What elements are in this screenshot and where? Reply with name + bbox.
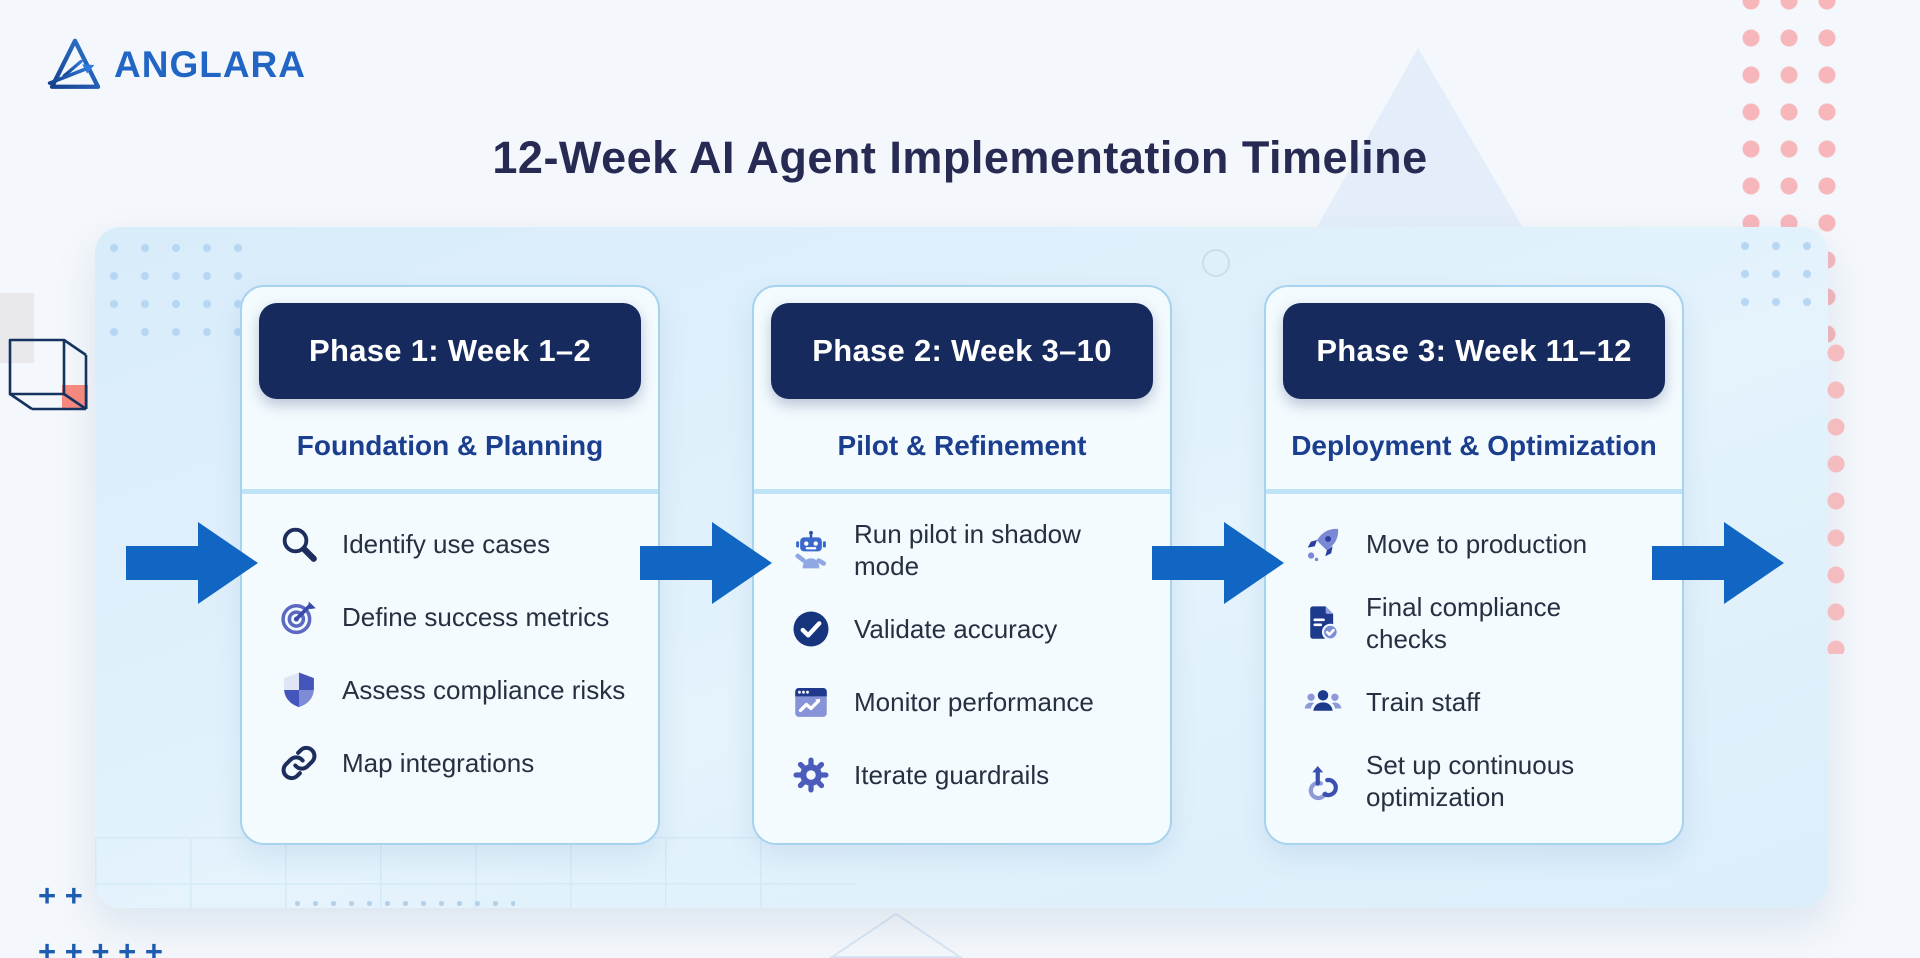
faint-triangle-outline-decoration [830, 912, 962, 958]
phase-3-header-pill: Phase 3: Week 11–12 [1283, 303, 1665, 399]
item-label: Assess compliance risks [342, 675, 626, 705]
plus-decoration-row: + + [38, 878, 83, 913]
flow-arrow-icon [640, 522, 772, 604]
list-item: Validate accuracy [790, 603, 1162, 655]
list-item: Final compliance checks [1302, 591, 1674, 655]
item-label: Run pilot in shadow mode [854, 519, 1081, 581]
item-label: Train staff [1366, 687, 1481, 717]
list-item: Set up continuous optimization [1302, 749, 1674, 813]
divider [754, 489, 1170, 494]
phase-card-1: Phase 1: Week 1–2 Foundation & Planning … [240, 285, 660, 845]
item-label: Map integrations [342, 748, 535, 778]
pink-dot-column [1827, 344, 1863, 654]
circle-outline-decoration [1202, 249, 1230, 277]
divider [1266, 489, 1682, 494]
item-label: Set up continuous optimization [1366, 750, 1575, 812]
plus-decoration-row: + + + + + [38, 934, 163, 958]
item-label: Iterate guardrails [854, 760, 1050, 790]
divider [242, 489, 658, 494]
item-label: Final compliance checks [1366, 592, 1562, 654]
list-item: Move to production [1302, 518, 1674, 570]
blue-dot-grid [109, 243, 249, 338]
target-icon [281, 601, 316, 635]
shield-icon [284, 672, 314, 708]
gray-square-decoration [0, 293, 34, 363]
blue-dot-grid [1740, 241, 1832, 319]
item-label: Monitor performance [854, 687, 1094, 717]
flow-arrow-icon [1652, 522, 1784, 604]
list-item: Run pilot in shadow mode [790, 518, 1162, 582]
faint-triangle-decoration [1304, 48, 1536, 250]
phase-card-2: Phase 2: Week 3–10 Pilot & Refinement [752, 285, 1172, 845]
doc-check-icon [1310, 606, 1339, 641]
phase-1-header-pill: Phase 1: Week 1–2 [259, 303, 641, 399]
check-circle-icon [793, 611, 829, 647]
list-item: Assess compliance risks [278, 664, 650, 716]
faint-grid-decoration [95, 837, 855, 908]
item-label: Move to production [1366, 529, 1588, 559]
brand-name: ANGLARA [114, 44, 306, 85]
phase-3-subtitle: Deployment & Optimization [1291, 430, 1657, 461]
brand-logo: ANGLARA [46, 36, 306, 94]
phase-1-header: Phase 1: Week 1–2 [309, 333, 591, 368]
list-item: Monitor performance [790, 676, 1162, 728]
list-item: Iterate guardrails [790, 749, 1162, 801]
dotted-line-decoration [295, 901, 515, 906]
list-item: Define success metrics [278, 591, 650, 643]
item-label: Define success metrics [342, 602, 610, 632]
wireframe-cube-decoration [8, 338, 88, 411]
flow-arrow-icon [126, 522, 258, 604]
search-icon [282, 527, 317, 562]
phase-card-3: Phase 3: Week 11–12 Deployment & Optimiz… [1264, 285, 1684, 845]
anglara-triangle-logo-icon [47, 38, 101, 89]
phase-2-header-pill: Phase 2: Week 3–10 [771, 303, 1153, 399]
phase-2-header: Phase 2: Week 3–10 [812, 333, 1112, 368]
rocket-icon [1307, 528, 1339, 562]
flow-arrow-icon [1152, 522, 1284, 604]
list-item: Train staff [1302, 676, 1674, 728]
list-item: Map integrations [278, 737, 650, 789]
item-label: Validate accuracy [854, 614, 1058, 644]
phase-3-header: Phase 3: Week 11–12 [1316, 333, 1632, 368]
phase-2-subtitle: Pilot & Refinement [837, 430, 1087, 461]
users-icon [1304, 690, 1342, 711]
gear-icon [793, 757, 829, 793]
robot-icon [795, 530, 827, 569]
item-label: Identify use cases [342, 529, 551, 559]
phase-1-subtitle: Foundation & Planning [296, 430, 604, 461]
loop-icon [1308, 765, 1338, 801]
list-item: Identify use cases [278, 518, 650, 570]
page-title: 12-Week AI Agent Implementation Timeline [492, 132, 1428, 183]
monitor-icon [795, 688, 827, 717]
link-icon [281, 745, 317, 781]
